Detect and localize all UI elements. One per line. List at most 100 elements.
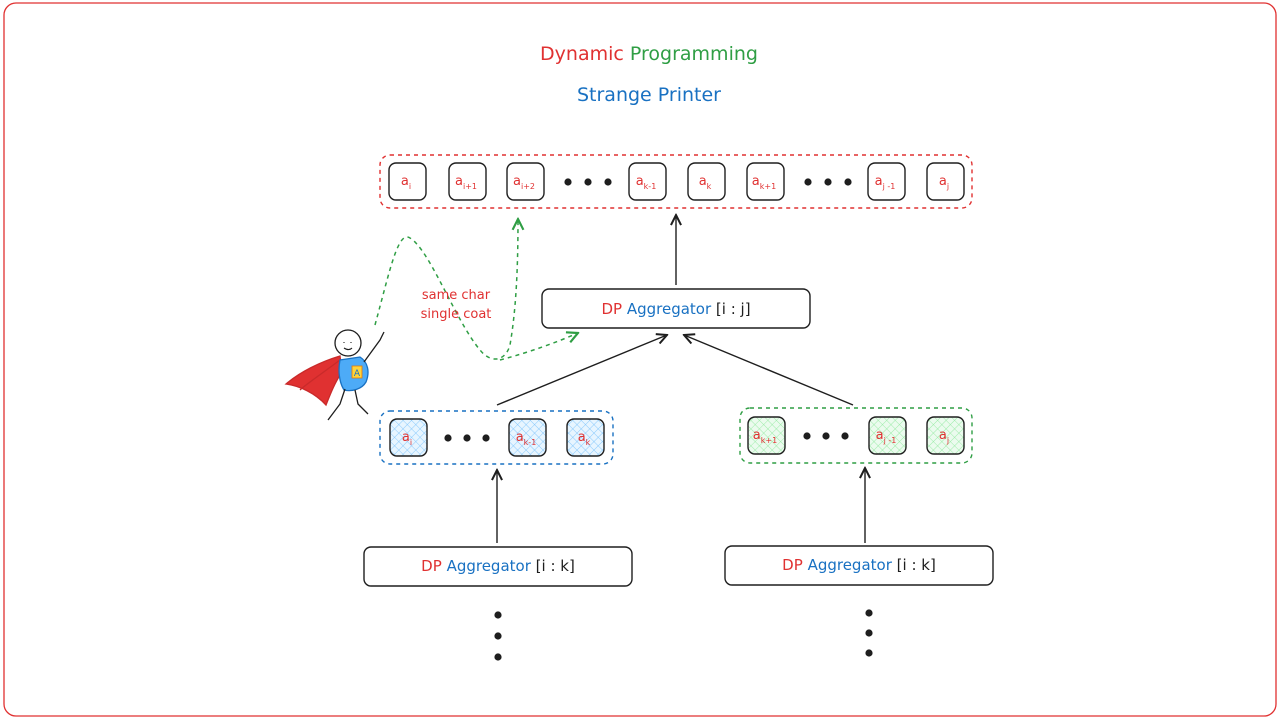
annotation-line-2: single coat <box>421 307 492 322</box>
top-cell-7: aj <box>926 162 965 201</box>
hero-cape-fold <box>299 359 341 391</box>
right-cell-box <box>868 416 907 455</box>
top-cell-label: ai+2 <box>513 174 535 191</box>
top-cell-label: aj <box>939 174 949 191</box>
aggregator-right-range: [i : k] <box>897 556 936 574</box>
annotation-curve-branch <box>499 333 578 361</box>
top-cell-box <box>448 162 487 201</box>
top-cell-subscript: k-1 <box>644 182 657 191</box>
aggregator-right-box <box>724 545 994 586</box>
left-cell-box <box>508 418 547 457</box>
right-row-container <box>739 407 973 464</box>
top-cell-box <box>746 162 785 201</box>
aggregator-left-label: DP Aggregator [i : k] <box>421 557 575 575</box>
page-title: Dynamic Programming <box>540 43 758 65</box>
annotation-curve <box>374 219 518 360</box>
right-cell-subscript: j -1 <box>883 436 897 445</box>
top-cell-box <box>867 162 906 201</box>
ellipsis-top-2 <box>804 178 852 186</box>
top-cell-2: ai+2 <box>506 162 545 201</box>
left-cell-label: ak <box>578 430 591 447</box>
top-cell-base: a <box>699 174 707 189</box>
left-cell-base: a <box>578 430 586 445</box>
top-cell-1: ai+1 <box>448 162 487 201</box>
top-cell-subscript: j <box>946 182 949 191</box>
top-cell-subscript: j -1 <box>882 182 896 191</box>
top-cell-base: a <box>939 174 947 189</box>
right-cell-box <box>747 416 786 455</box>
top-cell-box <box>628 162 667 201</box>
title-word-programming: Programming <box>630 43 758 65</box>
right-cell-1: aj -1 <box>868 416 907 455</box>
aggregator-right: DP Aggregator [i : k] <box>724 545 994 586</box>
aggregator-main: DP Aggregator [i : j] <box>541 288 811 329</box>
top-cell-4: ak <box>687 162 726 201</box>
hero-head <box>334 329 362 357</box>
top-cell-6: aj -1 <box>867 162 906 201</box>
aggregator-left: DP Aggregator [i : k] <box>363 546 633 587</box>
page-subtitle: Strange Printer <box>577 84 721 106</box>
top-cell-box <box>687 162 726 201</box>
left-cell-box <box>566 418 605 457</box>
hero-cape <box>284 355 343 407</box>
left-cell-subscript: k-1 <box>524 438 537 447</box>
right-cell-label: aj -1 <box>876 428 897 445</box>
right-cell-subscript: k+1 <box>761 436 777 445</box>
aggregator-right-word: Aggregator <box>808 556 893 574</box>
aggregator-right-label: DP Aggregator [i : k] <box>782 556 936 574</box>
top-cell-base: a <box>513 174 521 189</box>
ellipsis-right-vertical <box>865 609 873 657</box>
top-cell-subscript: k <box>707 182 712 191</box>
ellipsis-left-row <box>444 434 490 442</box>
left-cell-2: ak <box>566 418 605 457</box>
ellipsis-left-vertical <box>494 611 502 661</box>
right-cell-base: a <box>876 428 884 443</box>
top-cell-label: ai <box>401 174 411 191</box>
aggregator-main-word: Aggregator <box>627 300 712 318</box>
top-cell-3: ak-1 <box>628 162 667 201</box>
top-cell-0: ai <box>388 162 427 201</box>
top-cell-subscript: i+2 <box>521 182 535 191</box>
aggregator-main-range: [i : j] <box>716 300 751 318</box>
left-cell-label: ai <box>402 430 412 447</box>
hero-emblem: A <box>354 369 361 379</box>
top-cell-box <box>506 162 545 201</box>
annotation-line-1: same char <box>422 288 491 303</box>
left-row-container <box>379 410 614 465</box>
aggregator-left-word: Aggregator <box>447 557 532 575</box>
arrow-left-to-main <box>496 335 667 406</box>
hero-emblem-shape <box>351 365 363 379</box>
superhero-doodle: A <box>284 329 385 421</box>
aggregator-right-dp: DP <box>782 556 803 574</box>
left-cell-subscript: i <box>410 438 412 447</box>
right-cell-base: a <box>939 428 947 443</box>
right-cell-base: a <box>753 428 761 443</box>
aggregator-main-box <box>541 288 811 329</box>
top-cell-subscript: i <box>409 182 411 191</box>
top-cell-base: a <box>875 174 883 189</box>
aggregator-main-label: DP Aggregator [i : j] <box>601 300 750 318</box>
left-cell-label: ak-1 <box>516 430 537 447</box>
top-cell-base: a <box>401 174 409 189</box>
top-cell-base: a <box>636 174 644 189</box>
right-cell-2: aj <box>926 416 965 455</box>
outer-frame <box>3 2 1277 717</box>
top-cell-label: ak+1 <box>752 174 776 191</box>
hero-arm-raised <box>363 331 385 363</box>
top-cell-subscript: k+1 <box>760 182 776 191</box>
top-cell-label: ak <box>699 174 712 191</box>
top-row-container <box>379 154 973 209</box>
right-cell-label: aj <box>939 428 949 445</box>
left-cell-base: a <box>516 430 524 445</box>
right-cell-box <box>926 416 965 455</box>
right-cell-subscript: j <box>946 436 949 445</box>
ellipsis-top-1 <box>564 178 612 186</box>
aggregator-left-dp: DP <box>421 557 442 575</box>
top-cell-box <box>388 162 427 201</box>
right-cell-0: ak+1 <box>747 416 786 455</box>
ellipsis-right-row <box>803 432 849 440</box>
